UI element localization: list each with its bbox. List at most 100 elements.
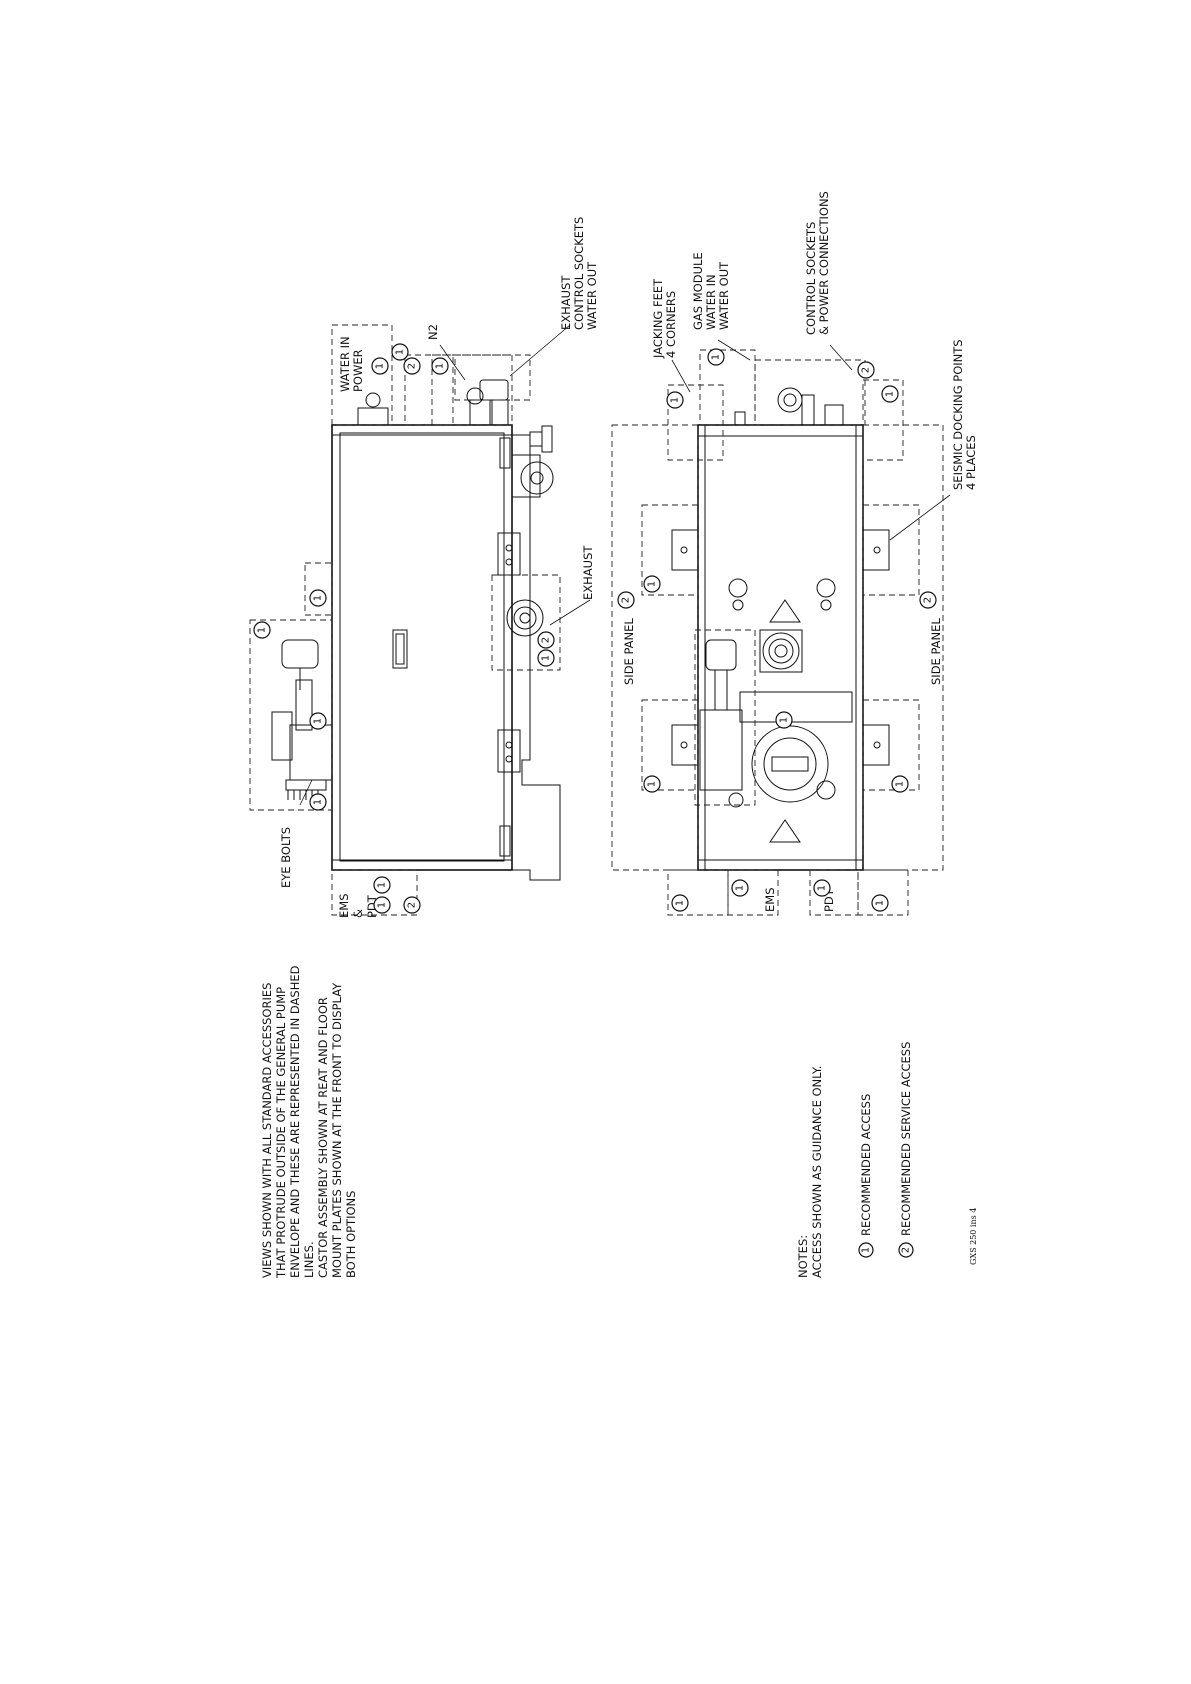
label-control-1: CONTROL SOCKETS [804,222,818,335]
castor-wheel [520,461,554,495]
access-symbol-text: 2 [861,367,872,373]
access-symbol-circle [253,621,271,639]
label-jacking-2: 4 CORNERS [664,291,678,358]
label-exhaust-group-1: EXHAUST [559,275,573,330]
legend-text-2: RECOMMENDED SERVICE ACCESS [899,1042,913,1236]
access-symbol-text: 2 [541,637,552,643]
mount-bracket-2 [497,729,521,773]
top-view [611,339,951,916]
legend-text-1: RECOMMENDED ACCESS [859,1094,873,1236]
envelope-ems-pdt [331,869,418,916]
exhaust-elbow [479,379,509,401]
access-symbol-circle [617,591,635,609]
label-jacking-1: JACKING FEET [651,278,665,359]
label-water-in: WATER IN [338,336,352,392]
label-eye-bolts: EYE BOLTS [279,827,293,888]
top-view-labels: SIDE PANEL SIDE PANEL JACKING FEET 4 COR… [622,191,978,912]
access-symbol-circle [643,575,661,593]
access-symbol-text: 1 [647,581,658,587]
access-symbol-text: 1 [675,900,686,906]
access-symbol-circle [431,357,449,375]
label-seismic-1: SEISMIC DOCKING POINTS [951,339,965,490]
access-symbol-text: 1 [541,655,552,661]
notes-block: VIEWS SHOWN WITH ALL STANDARD ACCESSORIE… [260,965,978,1279]
legend-symbol-1 [858,1242,874,1258]
access-symbol-text: 2 [621,597,632,603]
note-line-6: MOUNT PLATES SHOWN AT THE FRONT TO DISPL… [330,982,344,1278]
access-symbol-circle [391,343,409,361]
access-symbol-circle [671,894,689,912]
access-symbol-text: 1 [435,363,446,369]
access-symbol-circle [857,361,875,379]
access-symbol-circle [813,879,831,897]
top-manifold [289,724,333,781]
access-symbol-text: 1 [779,717,790,723]
side-view-labels: EYE BOLTS EMS & PDT EXHAUST N2 WATER IN … [279,217,599,918]
access-symbol-text: 1 [670,397,681,403]
access-symbol-text: 2 [407,902,418,908]
access-symbol-text: 1 [313,718,324,724]
access-symbol-circle [537,631,555,649]
access-symbol-circle [309,793,327,811]
top-view-body [697,424,864,871]
side-view [249,324,591,916]
access-symbol-text: 1 [257,627,268,633]
access-symbol-circle [403,896,421,914]
note-line-3: ENVELOPE AND THESE ARE REPRESENTED IN DA… [288,965,302,1278]
access-symbol-text: 1 [895,781,906,787]
access-symbol-circle [891,775,909,793]
warning-triangle-2 [769,819,801,843]
access-symbol-text: 1 [375,363,386,369]
note-line-1: VIEWS SHOWN WITH ALL STANDARD ACCESSORIE… [260,983,274,1278]
fan-grille [759,629,803,673]
legend-symbol-1-text: 1 [861,1247,872,1253]
label-seismic-2: 4 PLACES [964,435,978,490]
notes-heading: NOTES: [796,1235,810,1278]
label-gas-3: WATER OUT [717,261,731,330]
mount-bracket-1 [497,532,521,576]
access-symbol-circle [403,357,421,375]
access-symbol-text: 2 [923,597,934,603]
access-symbol-text: 2 [407,363,418,369]
access-symbol-circle [309,712,327,730]
note-line-4: LINES. [302,1241,316,1278]
label-gas-1: GAS MODULE [691,252,705,330]
label-side-panel-right: SIDE PANEL [929,618,943,685]
label-control-2: & POWER CONNECTIONS [817,191,831,335]
access-symbol-circle [371,357,389,375]
access-symbol-circle [373,876,391,894]
side-view-inner-panel [339,432,505,862]
exhaust-flange [506,599,544,637]
label-side-panel-left: SIDE PANEL [622,618,636,685]
access-symbol-text: 1 [711,354,722,360]
access-symbol-circle [537,649,555,667]
access-symbol-circle [871,894,889,912]
legend-symbol-2 [898,1242,914,1258]
access-symbol-text: 1 [313,799,324,805]
label-amp: & [351,909,365,918]
note-line-2: THAT PROTRUDE OUTSIDE OF THE GENERAL PUM… [274,987,288,1279]
label-top-ems: EMS [763,888,777,913]
access-symbol-text: 1 [377,902,388,908]
access-symbol-circle [643,775,661,793]
access-symbol-text: 1 [735,885,746,891]
label-gas-2: WATER IN [704,274,718,330]
envelope-water-power [331,324,393,426]
label-exhaust-group-2: CONTROL SOCKETS [572,217,586,330]
envelope-side-panel-left [611,424,699,871]
label-n2: N2 [426,324,440,340]
access-symbol-text: 1 [885,391,896,397]
access-symbol-text: 1 [313,595,324,601]
access-symbol-circle [707,348,725,366]
access-symbol-circle [666,391,684,409]
legend-symbol-2-text: 2 [901,1247,912,1253]
access-symbol-text: 1 [395,349,406,355]
note-line-7: BOTH OPTIONS [344,1191,358,1278]
label-exhaust: EXHAUST [581,545,595,600]
note-line-5: CASTOR ASSEMBLY SHOWN AT REAT AND FLOOR [316,997,330,1278]
access-symbol-text: 1 [647,781,658,787]
access-symbol-circle [919,591,937,609]
castor-bracket [511,454,541,498]
access-symbol-circle [309,589,327,607]
